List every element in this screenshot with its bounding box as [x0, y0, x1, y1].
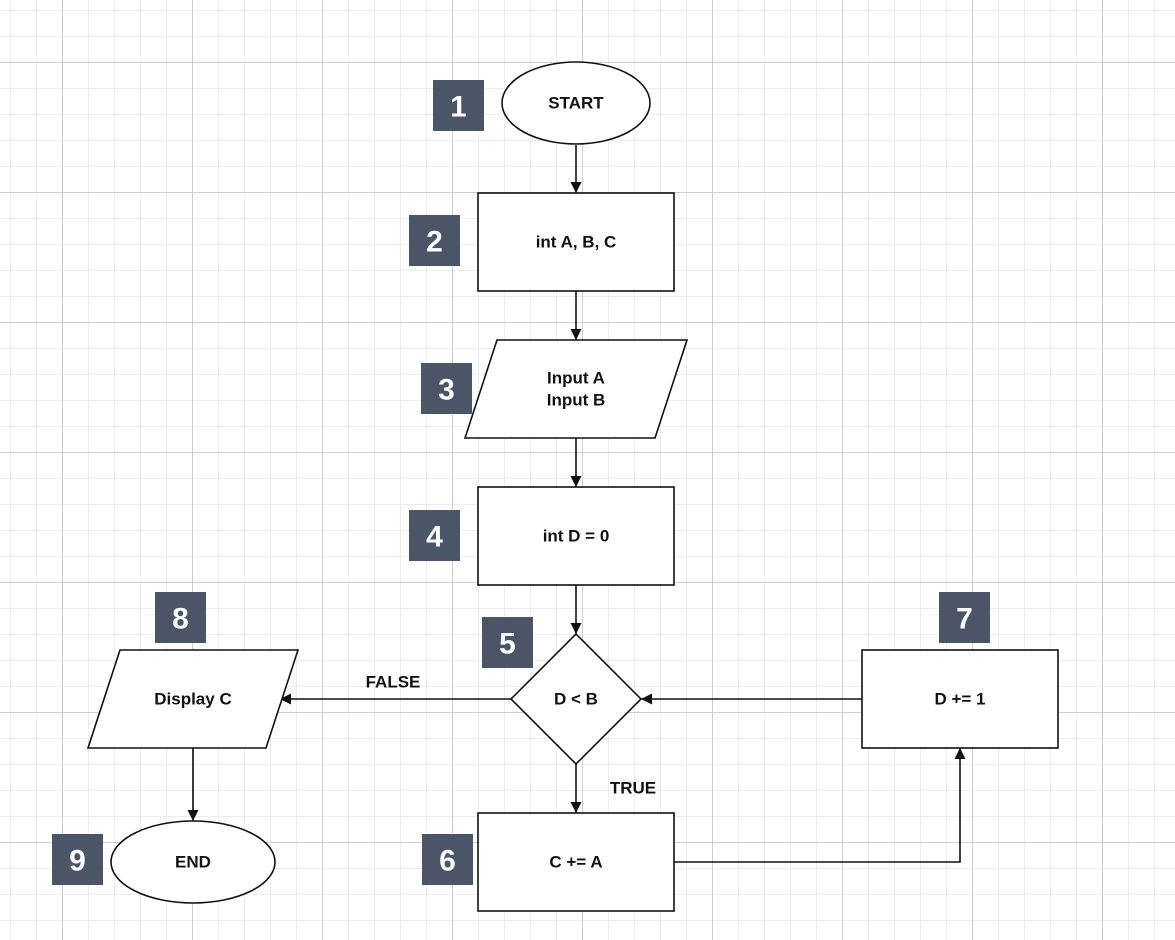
node-label: C += A: [549, 853, 602, 872]
step-badge: 3: [421, 363, 472, 414]
edge-decision-to-accumulate: TRUE: [570, 764, 656, 813]
badge-box: [422, 834, 473, 885]
step-badge: 5: [482, 617, 533, 668]
badge-number: 8: [172, 603, 189, 636]
badge-number: 1: [450, 91, 467, 124]
step-badge: 2: [409, 215, 460, 266]
node-decision: D < B: [509, 632, 643, 766]
edge-label: FALSE: [366, 673, 421, 692]
badge-box: [421, 363, 472, 414]
edge-accumulate-to-increment: [674, 748, 966, 863]
step-badge: 7: [939, 592, 990, 643]
process-shape: [477, 486, 675, 586]
io-shape: [86, 649, 300, 749]
step-badge: 6: [422, 834, 473, 885]
node-label: D < B: [554, 690, 598, 709]
node-end: END: [110, 820, 276, 904]
process-shape: [477, 192, 675, 292]
step-badge: 4: [409, 510, 460, 561]
node-display: Display C: [86, 649, 300, 749]
io-shape: [463, 339, 689, 439]
node-increment: D += 1: [861, 649, 1059, 749]
process-shape: [861, 649, 1059, 749]
step-badge: 1: [433, 80, 484, 131]
badge-box: [155, 592, 206, 643]
edge-label: TRUE: [610, 779, 656, 798]
process-shape: [477, 812, 675, 912]
badge-box: [482, 617, 533, 668]
node-label: END: [175, 853, 211, 872]
step-badge: 9: [52, 834, 103, 885]
node-label: int D = 0: [543, 527, 610, 546]
node-label: int A, B, C: [536, 233, 617, 252]
badge-number: 2: [426, 226, 443, 259]
badge-number: 3: [438, 374, 455, 407]
node-init: int D = 0: [477, 486, 675, 586]
badge-box: [409, 510, 460, 561]
edge-decision-to-display: FALSE: [280, 673, 511, 705]
node-declare: int A, B, C: [477, 192, 675, 292]
badge-number: 9: [69, 845, 86, 878]
terminator-shape: [110, 820, 276, 904]
decision-shape: [509, 632, 643, 766]
node-label: Input A: [547, 369, 605, 388]
step-badge: 8: [155, 592, 206, 643]
node-label: D += 1: [934, 690, 985, 709]
node-start: START: [501, 61, 651, 145]
badge-box: [939, 592, 990, 643]
badge-number: 5: [499, 628, 516, 661]
node-label: Input B: [547, 391, 606, 410]
terminator-shape: [501, 61, 651, 145]
node-label: START: [548, 94, 604, 113]
badge-box: [433, 80, 484, 131]
badge-number: 6: [439, 845, 456, 878]
node-label: Display C: [154, 690, 231, 709]
badge-number: 7: [956, 603, 973, 636]
node-input: Input A Input B: [463, 339, 689, 439]
badge-box: [52, 834, 103, 885]
node-accumulate: C += A: [477, 812, 675, 912]
badge-box: [409, 215, 460, 266]
connector-arrow: [674, 748, 966, 863]
badge-number: 4: [426, 521, 443, 554]
